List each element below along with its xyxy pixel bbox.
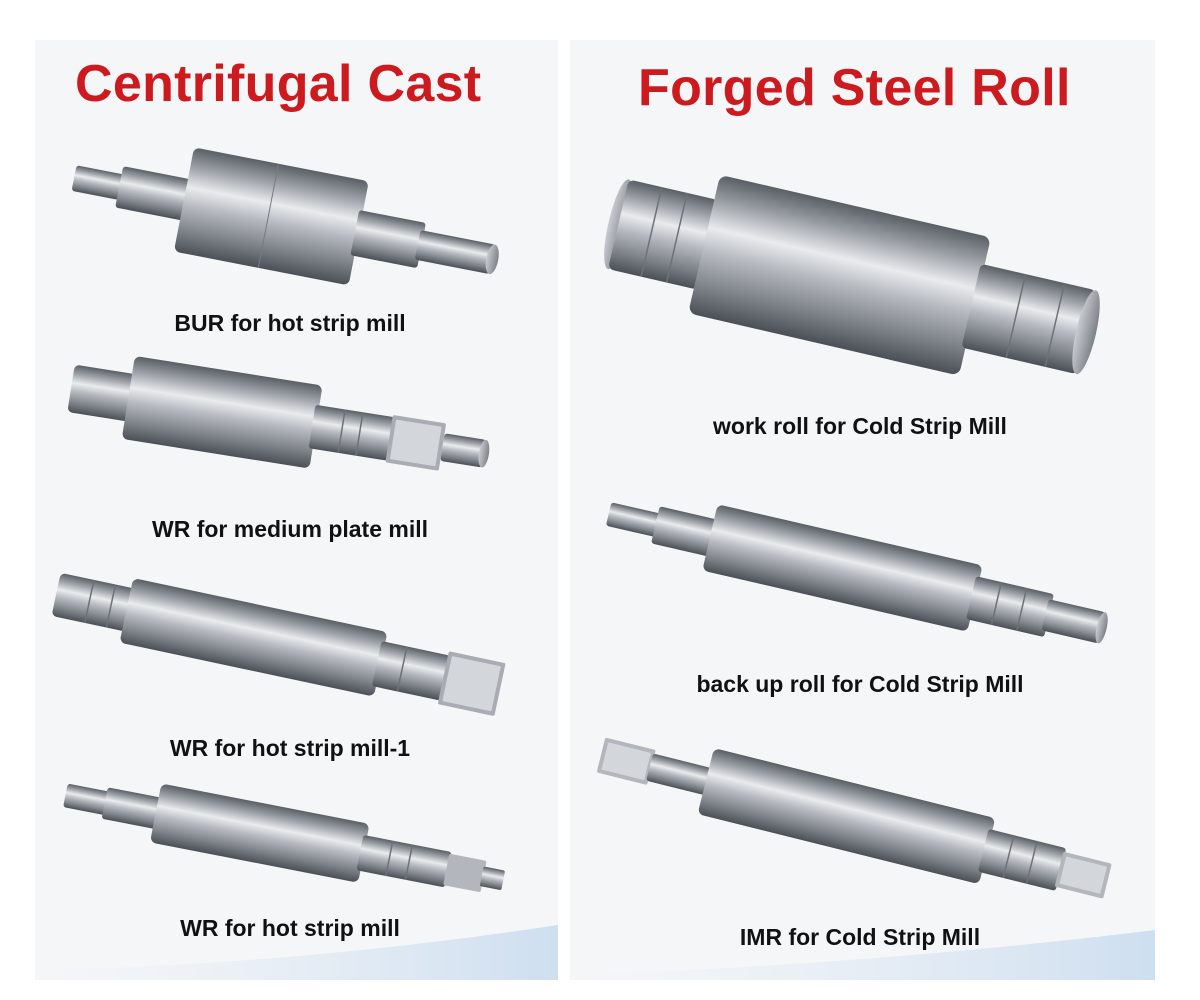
caption-wr-medium-plate: WR for medium plate mill [151, 516, 429, 542]
forged-steel-roll-heading: Forged Steel Roll [638, 59, 1071, 117]
caption-bur-hot-strip: BUR for hot strip mill [174, 310, 406, 336]
work-roll-image [604, 176, 1100, 375]
work-roll-image [52, 573, 506, 716]
intermediate-roll-image [597, 737, 1112, 899]
work-roll-image [63, 784, 505, 892]
caption-imr-cold-strip: IMR for Cold Strip Mill [739, 924, 981, 950]
caption-wr-hot-strip-1: WR for hot strip mill-1 [169, 735, 411, 761]
backup-roll-image [72, 148, 499, 285]
centrifugal-cast-heading: Centrifugal Cast [75, 55, 482, 113]
work-roll-image [68, 356, 490, 471]
backup-roll-image [606, 502, 1108, 644]
caption-wr-hot-strip: WR for hot strip mill [180, 915, 400, 941]
caption-backup-roll-cold-strip: back up roll for Cold Strip Mill [696, 671, 1024, 697]
caption-work-roll-cold-strip: work roll for Cold Strip Mill [713, 413, 1007, 439]
